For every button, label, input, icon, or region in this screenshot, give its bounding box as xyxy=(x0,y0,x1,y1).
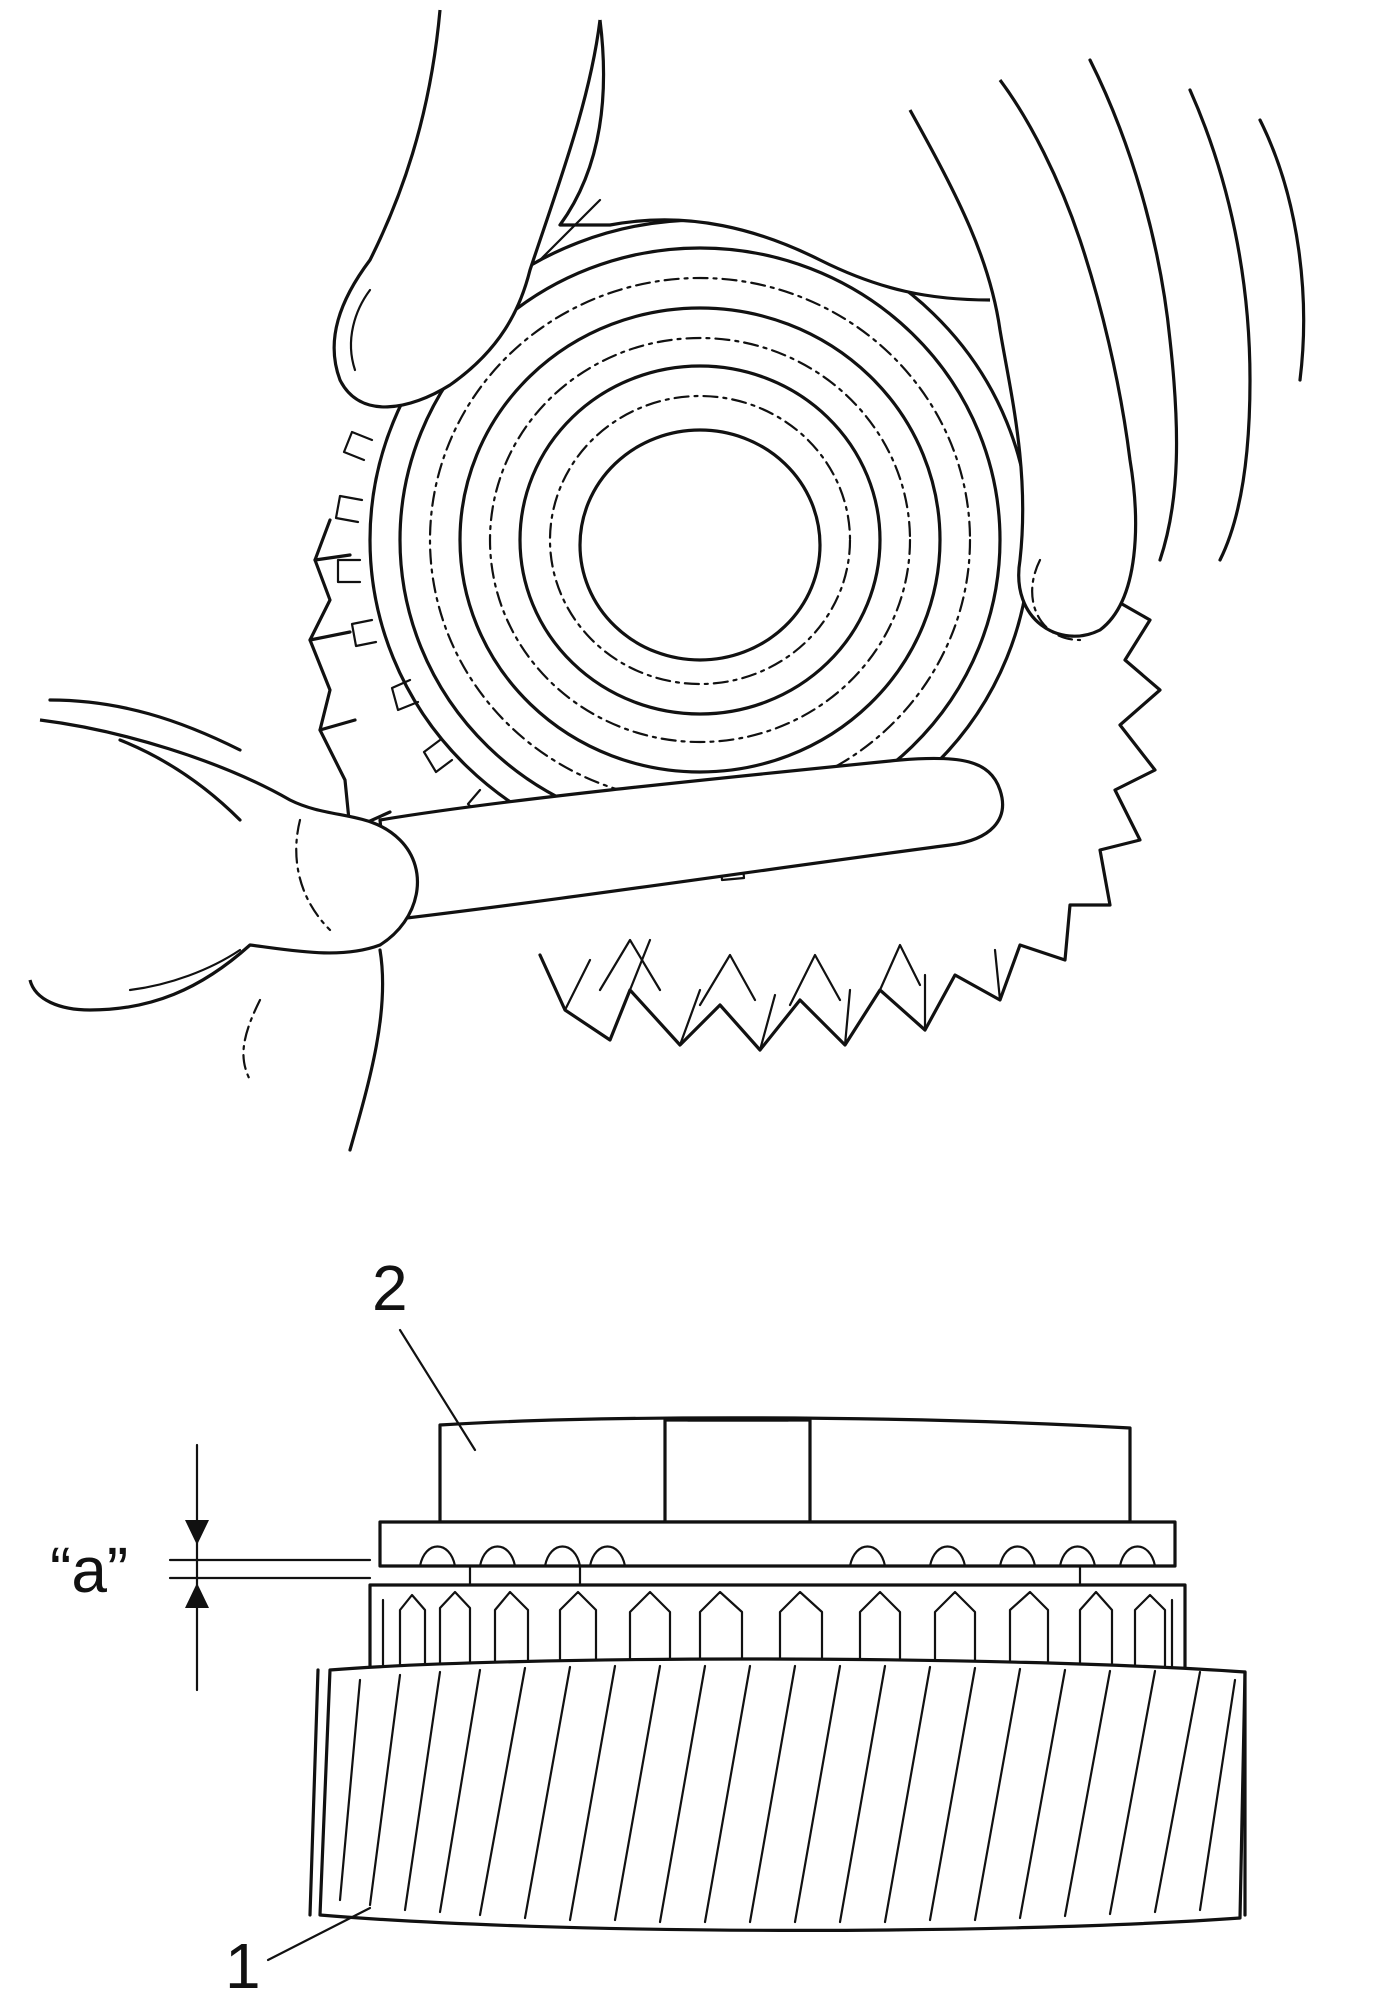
lower-left-hand xyxy=(28,698,419,1152)
feeler-gauge-blade xyxy=(378,756,1005,922)
top-figure xyxy=(28,9,1306,1152)
part-1-helical-gear xyxy=(308,1657,1247,1932)
gap-a-dimension xyxy=(168,1443,372,1692)
leader-line-part-1 xyxy=(266,1906,372,1962)
synchronizer-ring-band xyxy=(378,1520,1177,1587)
arrow-up-icon xyxy=(185,1583,209,1608)
part-2-synchronizer-hub xyxy=(438,1416,1132,1524)
arrow-down-icon xyxy=(185,1520,209,1545)
leader-line-part-2 xyxy=(398,1328,477,1452)
upper-right-hand xyxy=(908,58,1306,642)
callout-part-1: 1 xyxy=(225,1930,261,2000)
callout-part-2: 2 xyxy=(372,1252,408,1324)
gear-dog-teeth xyxy=(368,1583,1187,1672)
callout-gap-a: “a” xyxy=(50,1534,128,1606)
upper-left-hand xyxy=(332,9,991,409)
bottom-figure: 2 1 “a” xyxy=(50,1252,1247,2000)
